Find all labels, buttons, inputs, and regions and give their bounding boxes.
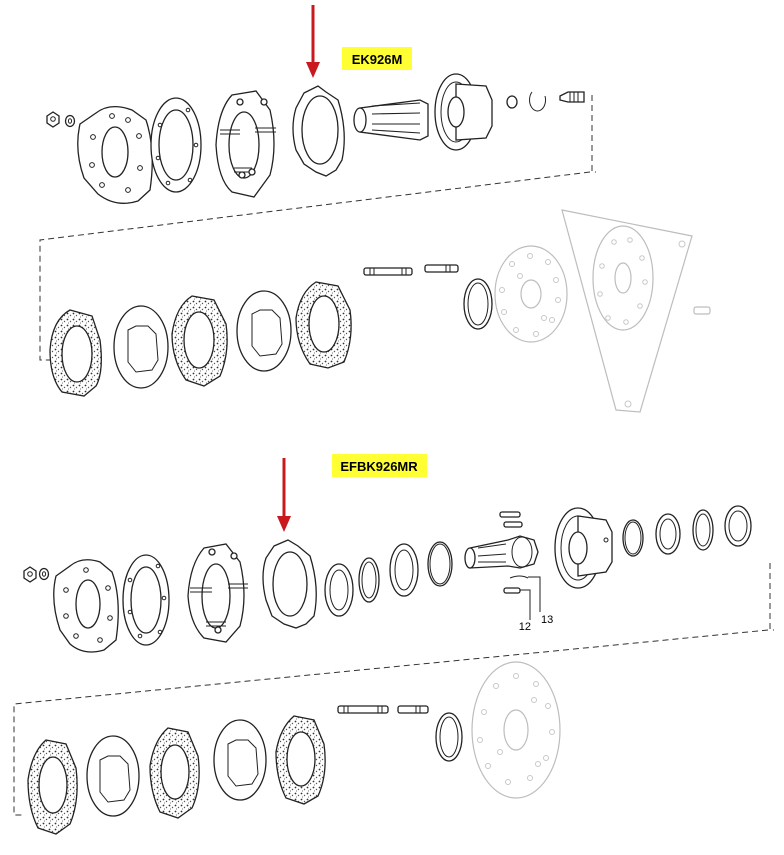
splined-hub xyxy=(353,99,429,141)
bearing xyxy=(655,513,681,555)
washer-small xyxy=(64,114,76,128)
friction-disc xyxy=(27,739,78,835)
steel-plate xyxy=(86,735,140,817)
o-ring xyxy=(435,712,463,762)
nut xyxy=(46,111,60,128)
svg-text:EK926M: EK926M xyxy=(352,52,403,67)
steel-plate xyxy=(113,305,169,389)
bottom-assembly: 12 13 xyxy=(13,454,774,835)
down-arrow-icon xyxy=(306,5,320,78)
friction-disc xyxy=(171,295,228,387)
bearing xyxy=(389,543,419,597)
svg-text:EFBK926MR: EFBK926MR xyxy=(340,459,418,474)
thin-ring xyxy=(427,541,453,587)
pressure-plate xyxy=(150,97,202,193)
bolt-faded xyxy=(693,306,711,315)
spring-plate xyxy=(187,543,248,643)
snap-ring xyxy=(692,509,714,551)
top-assembly-connector xyxy=(39,95,596,361)
bolt xyxy=(559,91,585,103)
top-part-code-label: EK926M xyxy=(342,47,412,70)
o-ring xyxy=(463,278,493,330)
cover-plate xyxy=(77,106,153,204)
adaptor-disc-faded xyxy=(471,661,561,799)
bottom-assembly-connector xyxy=(13,563,774,816)
pressure-plate xyxy=(122,554,170,646)
steel-plate xyxy=(213,719,267,801)
svg-text:12: 12 xyxy=(519,621,531,633)
steel-plate xyxy=(236,290,292,372)
flange-hub xyxy=(554,507,613,589)
top-assembly: EK926M xyxy=(39,5,711,413)
friction-disc xyxy=(49,309,102,397)
seal xyxy=(324,563,354,617)
spring-plate xyxy=(215,90,276,198)
washer xyxy=(506,95,518,109)
circlip xyxy=(529,91,546,112)
washer-small xyxy=(38,567,50,581)
snap-ring xyxy=(358,557,380,603)
pin xyxy=(337,705,389,714)
key-part-12: 12 xyxy=(503,587,531,633)
separator-plate-highlighted xyxy=(262,539,317,629)
flexplate-faded xyxy=(561,209,693,413)
adaptor-disc-faded xyxy=(494,245,568,343)
thin-ring xyxy=(622,519,644,557)
spring-part-13: 13 xyxy=(509,575,553,626)
pin-short xyxy=(424,264,459,273)
bottom-part-code-label: EFBK926MR xyxy=(332,454,427,477)
flange-hub xyxy=(434,73,493,151)
seal xyxy=(724,505,752,547)
friction-disc xyxy=(275,715,326,805)
splined-shaft xyxy=(464,511,539,569)
cover-plate xyxy=(53,559,119,653)
nut xyxy=(23,566,37,583)
pin-short xyxy=(397,705,429,714)
separator-plate-highlighted xyxy=(292,85,345,177)
friction-disc xyxy=(295,281,352,369)
svg-text:13: 13 xyxy=(541,614,553,626)
down-arrow-icon xyxy=(277,458,291,532)
friction-disc xyxy=(149,727,200,819)
pin xyxy=(363,267,413,276)
